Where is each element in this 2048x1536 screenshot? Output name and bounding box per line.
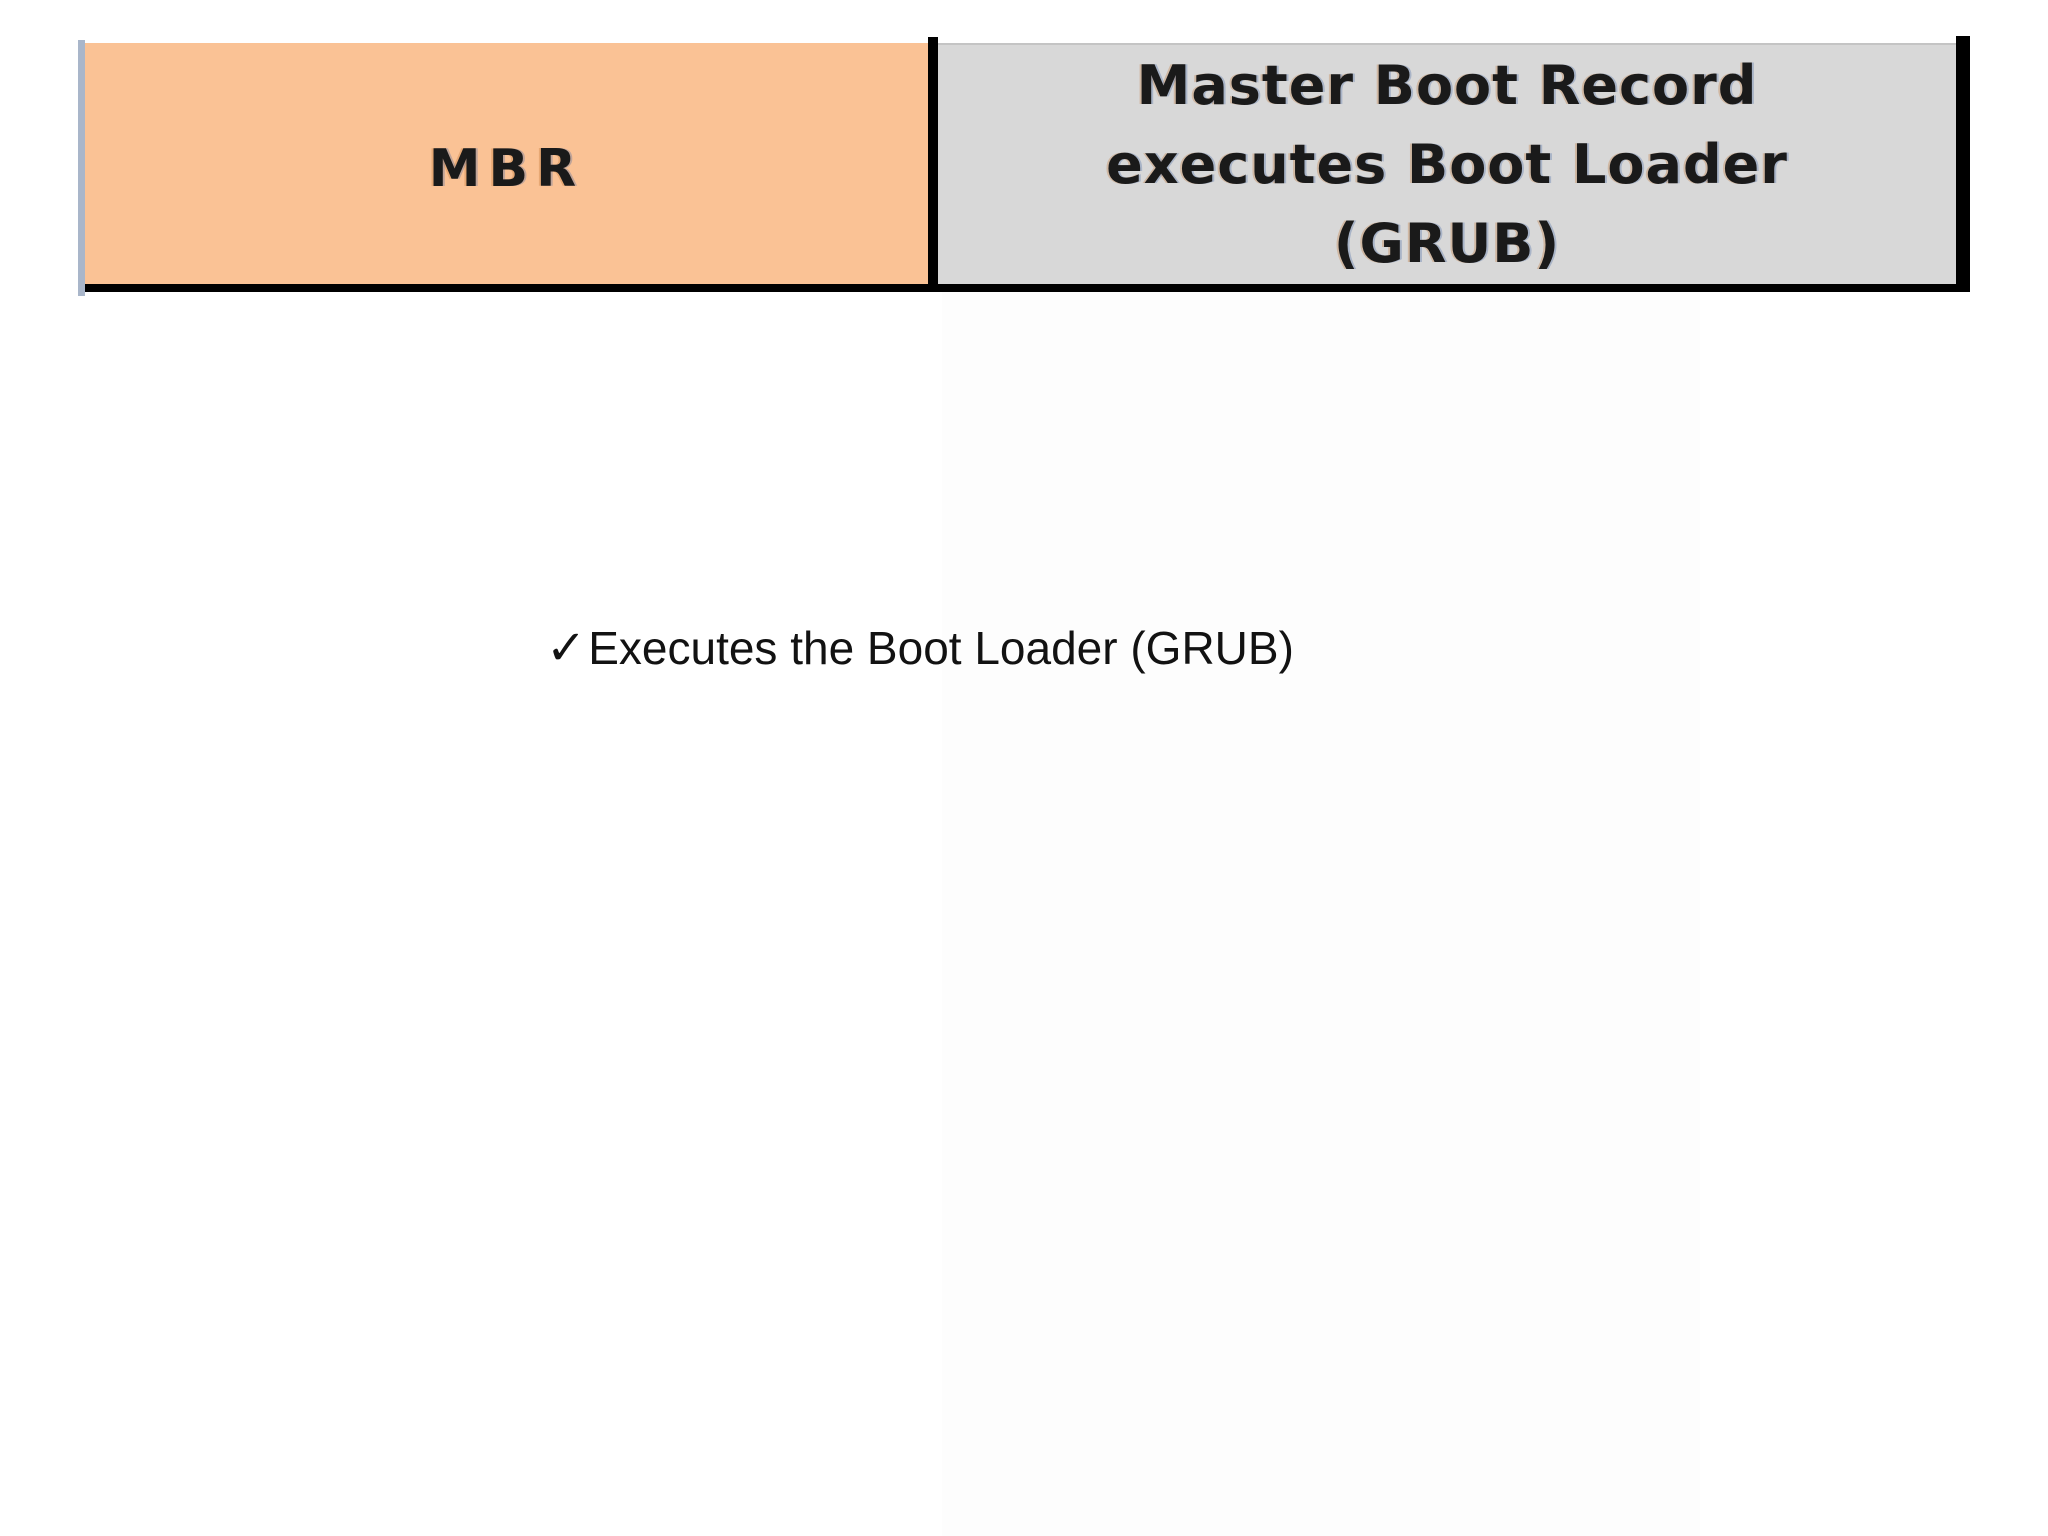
bullet-text: Executes the Boot Loader (GRUB) xyxy=(588,622,1294,674)
table-cell-mbr: MBR xyxy=(85,43,928,284)
table-bottom-border xyxy=(85,284,1970,292)
check-mark-icon: ✓ xyxy=(546,620,587,676)
table-cell-description: Master Boot Record executes Boot Loader … xyxy=(938,43,1956,284)
background-shade-band xyxy=(942,291,1700,1536)
bullet-item: ✓ Executes the Boot Loader (GRUB) xyxy=(546,616,1294,680)
description-line-3: (GRUB) xyxy=(1333,212,1561,275)
description-line-1: Master Boot Record xyxy=(1136,54,1758,117)
table-cell-divider xyxy=(928,37,938,291)
mbr-label: MBR xyxy=(428,138,585,199)
table-left-edge xyxy=(78,40,85,296)
description-line-2: executes Boot Loader xyxy=(1106,133,1788,196)
table-right-border xyxy=(1956,36,1970,292)
